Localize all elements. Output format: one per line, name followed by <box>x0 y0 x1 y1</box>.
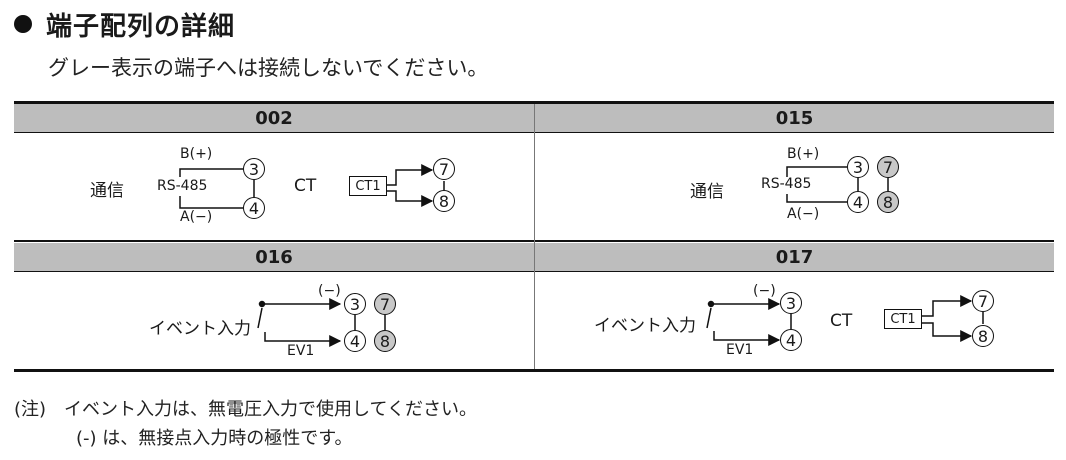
bullet-icon <box>14 15 32 33</box>
note-line-1: (注) イベント入力は、無電圧入力で使用してください。 <box>14 399 477 420</box>
label-ct-017: CT <box>830 311 853 331</box>
pin-4-002: 4 <box>243 197 265 219</box>
label-ct-002: CT <box>294 176 317 196</box>
pin-4-015: 4 <box>847 191 869 213</box>
column-header-016: 016 <box>14 243 534 271</box>
label-aminus-002: A(−) <box>180 209 213 225</box>
label-rs485-002: RS-485 <box>157 178 208 194</box>
pin-8-016-unused: 8 <box>374 330 396 352</box>
table-top-border <box>14 101 1054 104</box>
pin-7-017: 7 <box>972 290 994 312</box>
pin-3-015: 3 <box>847 156 869 178</box>
pin-7-016-unused: 7 <box>374 293 396 315</box>
pin-7-002: 7 <box>433 158 455 180</box>
label-aminus-015: A(−) <box>787 206 820 222</box>
pin-3-016: 3 <box>344 293 366 315</box>
table-column-divider <box>534 104 535 369</box>
section-heading: 端子配列の詳細 <box>14 4 235 44</box>
label-ev1-016: EV1 <box>287 343 315 359</box>
pin-7-015-unused: 7 <box>877 156 899 178</box>
pin-3-002: 3 <box>243 158 265 180</box>
label-ev1-017: EV1 <box>726 342 754 358</box>
heading-text: 端子配列の詳細 <box>46 11 236 42</box>
table-bottom-border <box>14 369 1054 372</box>
label-minus-017: (−) <box>753 283 776 299</box>
terminal-table: 002 015 016 017 <box>14 101 1054 373</box>
pin-8-017: 8 <box>972 325 994 347</box>
label-minus-016: (−) <box>318 283 341 299</box>
ct1-box-017: CT1 <box>884 309 922 329</box>
note-line-2: (-) は、無接点入力時の極性です。 <box>76 428 353 449</box>
ct1-box-002: CT1 <box>349 176 387 196</box>
pin-8-002: 8 <box>433 190 455 212</box>
label-comm-002: 通信 <box>90 181 124 201</box>
column-header-002: 002 <box>14 104 534 132</box>
label-event-input-017: イベント入力 <box>594 316 696 336</box>
pin-3-017: 3 <box>780 292 802 314</box>
label-bplus-002: B(+) <box>180 146 213 162</box>
label-bplus-015: B(+) <box>787 146 820 162</box>
label-rs485-015: RS-485 <box>761 176 812 192</box>
instruction-text: グレー表示の端子へは接続しないでください。 <box>48 56 489 80</box>
pin-4-017: 4 <box>780 329 802 351</box>
column-header-015: 015 <box>535 104 1054 132</box>
column-header-017: 017 <box>535 243 1054 271</box>
pin-8-015-unused: 8 <box>877 191 899 213</box>
label-comm-015: 通信 <box>690 182 724 202</box>
pin-4-016: 4 <box>344 330 366 352</box>
label-event-input-016: イベント入力 <box>149 319 251 339</box>
